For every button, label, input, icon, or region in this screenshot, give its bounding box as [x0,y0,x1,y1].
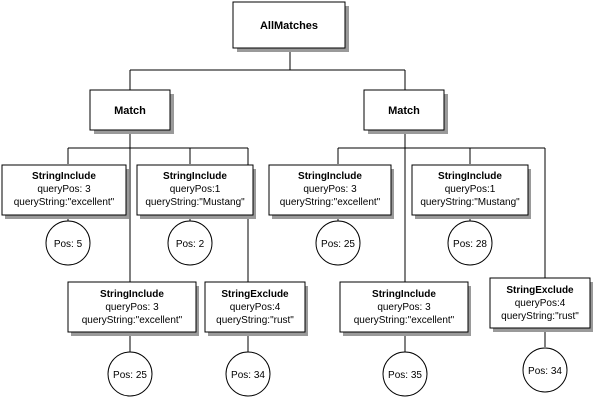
node-type: StringInclude [32,171,96,182]
pos-label: Pos: 34 [528,366,562,377]
node-query-string: queryString:"excellent" [354,315,455,326]
match-label: Match [114,105,146,117]
node-query-string: queryString:"excellent" [14,197,115,208]
query-node-m2-c: StringInclude queryPos: 3 queryString:"e… [339,281,471,336]
pos-label: Pos: 2 [176,239,205,250]
match-node-1: Match [89,89,174,134]
node-query-pos: queryPos:1 [170,184,221,195]
node-query-string: queryString:"rust" [216,315,294,326]
node-type: StringInclude [372,289,436,300]
query-node-m1-c: StringInclude queryPos: 3 queryString:"e… [67,281,199,336]
pos-circle-m1-d: Pos: 34 [225,351,271,397]
query-node-m1-a: StringInclude queryPos: 3 queryString:"e… [1,164,129,219]
node-query-pos: queryPos:1 [445,184,496,195]
node-type: StringExclude [221,289,289,300]
match-node-2: Match [363,89,448,134]
pos-label: Pos: 28 [453,239,487,250]
pos-circle-m1-b: Pos: 2 [167,220,213,266]
root-node: AllMatches [232,1,349,52]
query-node-m2-a: StringInclude queryPos: 3 queryString:"e… [268,164,394,219]
node-query-pos: queryPos: 3 [303,184,357,195]
pos-circle-m2-c: Pos: 35 [382,351,428,397]
node-type: StringInclude [438,171,502,182]
node-type: StringInclude [100,289,164,300]
pos-circle-m2-d: Pos: 34 [522,347,568,393]
node-query-string: queryString:"rust" [501,311,579,322]
node-query-string: queryString:"Mustang" [420,197,520,208]
node-type: StringInclude [163,171,227,182]
pos-label: Pos: 34 [231,370,265,381]
pos-label: Pos: 25 [113,370,147,381]
root-label: AllMatches [260,20,318,32]
node-query-pos: queryPos: 3 [377,302,431,313]
pos-circle-m2-b: Pos: 28 [447,220,493,266]
node-query-pos: queryPos:4 [515,298,566,309]
node-type: StringExclude [506,285,574,296]
match-label: Match [388,105,420,117]
query-node-m1-b: StringInclude queryPos:1 queryString:"Mu… [136,164,256,219]
node-query-pos: queryPos: 3 [37,184,91,195]
node-query-string: queryString:"excellent" [82,315,183,326]
pos-label: Pos: 35 [388,370,422,381]
node-query-string: queryString:"excellent" [280,197,381,208]
pos-label: Pos: 5 [54,239,83,250]
pos-circle-m1-a: Pos: 5 [45,220,91,266]
node-query-pos: queryPos: 3 [105,302,159,313]
pos-circle-m2-a: Pos: 25 [315,220,361,266]
pos-label: Pos: 25 [321,239,355,250]
node-type: StringInclude [298,171,362,182]
query-node-m2-d: StringExclude queryPos:4 queryString:"ru… [489,277,593,332]
query-node-m1-d: StringExclude queryPos:4 queryString:"ru… [204,281,308,336]
node-query-string: queryString:"Mustang" [145,197,245,208]
pos-circle-m1-c: Pos: 25 [107,351,153,397]
tree-edges [67,50,546,352]
query-node-m2-b: StringInclude queryPos:1 queryString:"Mu… [411,164,531,219]
node-query-pos: queryPos:4 [230,302,281,313]
